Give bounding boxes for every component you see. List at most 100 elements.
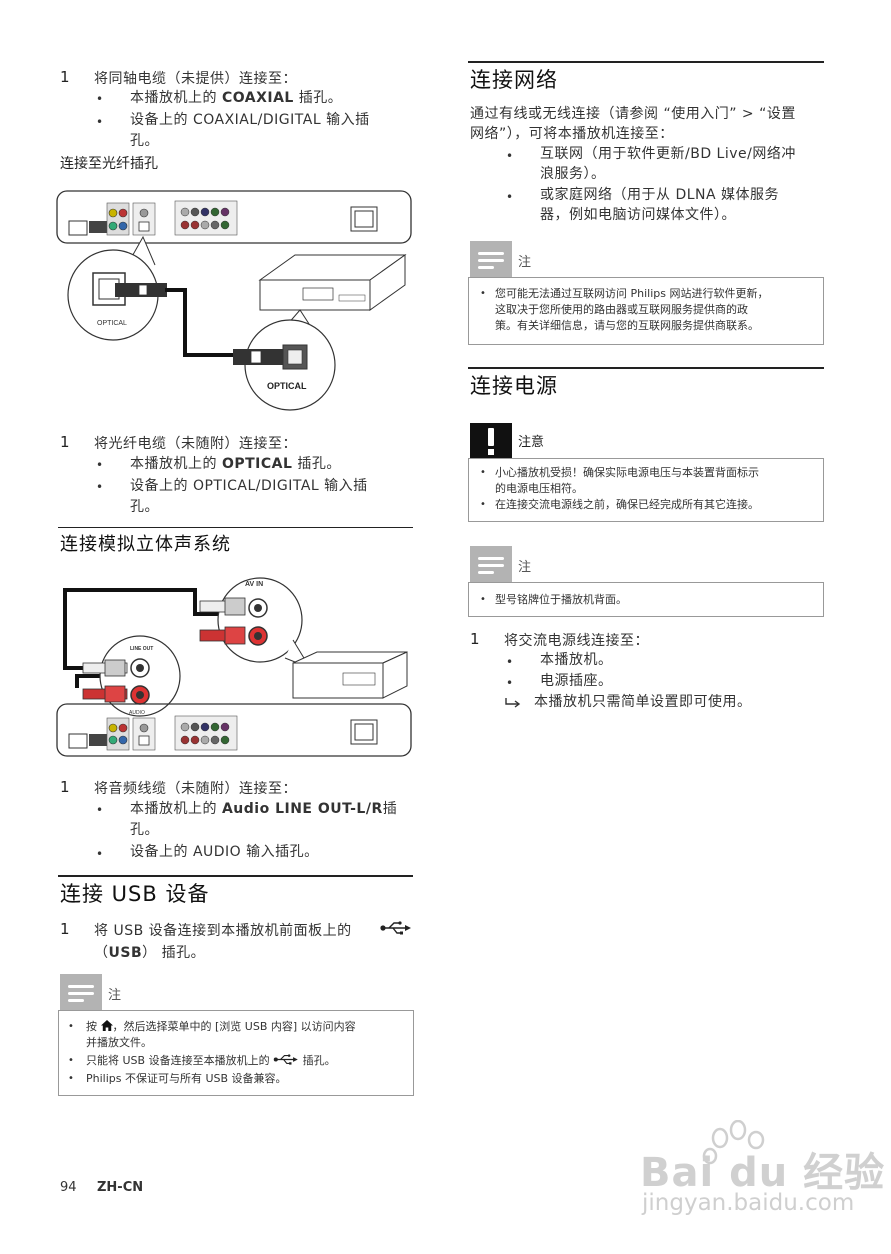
usb-rule [58, 875, 413, 877]
usb-note-item-2: 只能将 USB 设备连接至本播放机上的 插孔。 [86, 1053, 336, 1069]
network-note-line2: 这取决于您所使用的路由器或互联网服务提供商的政 [495, 303, 748, 316]
power-step-text: 将交流电源线连接至： [504, 633, 649, 649]
caution-label: 注意 [518, 435, 545, 450]
optical-connection-diagram: OPTICAL OPTICAL [56, 190, 412, 411]
bullet: • [506, 655, 514, 669]
optical-bullet-1: 本播放机上的 OPTICAL 插孔。 [130, 454, 341, 475]
network-rule [468, 61, 824, 63]
usb-note-item-3: Philips 不保证可与所有 USB 设备兼容。 [86, 1072, 287, 1085]
coax-bullet-1-bold: COAXIAL [221, 90, 294, 106]
usb-step-open: （ [94, 945, 109, 961]
power-note-item-1: 型号铭牌位于播放机背面。 [495, 593, 627, 606]
usb-note-1-mid: ，然后选择菜单中的 [112, 1020, 215, 1033]
bullet: • [96, 480, 104, 494]
bullet: • [506, 149, 514, 163]
bullet: • [68, 1055, 74, 1066]
caution-item-2: 在连接交流电源线之前，确保已经完成所有其它连接。 [495, 498, 759, 511]
bullet: • [480, 594, 486, 605]
analog-bullet-1: 本播放机上的 Audio LINE OUT-L/R插 [130, 799, 397, 820]
bullet: • [96, 847, 104, 861]
coax-bullet-1: 本播放机上的 COAXIAL 插孔。 [130, 88, 342, 109]
analog-bullet-2: 设备上的 AUDIO 输入插孔。 [130, 844, 319, 860]
optical-step-text: 将光纤电缆（未随附）连接至： [94, 436, 297, 452]
usb-note-1-post: 以访问内容 [297, 1020, 356, 1033]
analog-bullet-1-pre: 本播放机上的 [130, 801, 222, 817]
optical-large-label: OPTICAL [267, 381, 307, 391]
analog-step-number: 1 [60, 778, 70, 796]
baidu-paw-icon [702, 1120, 765, 1165]
usb-step-line1: 将 USB 设备连接到本播放机前面板上的 [94, 923, 352, 939]
power-bullet-2: 电源插座。 [540, 673, 613, 689]
power-step-number: 1 [470, 630, 480, 648]
caution-box [468, 458, 824, 522]
audio-label: AUDIO [129, 710, 145, 716]
analog-connection-diagram: AV IN LINE OUT AUDIO [56, 577, 412, 757]
power-rule [468, 367, 824, 369]
watermark-url: jingyan.baidu.com [642, 1190, 855, 1216]
network-bullet-1-line2: 浪服务）。 [540, 166, 606, 182]
optical-step-number: 1 [60, 433, 70, 451]
analog-bullet-1-line2: 孔。 [130, 822, 159, 838]
usb-step-close: ） 插孔。 [142, 945, 206, 961]
analog-step-text: 将音频线缆（未随附）连接至： [94, 781, 297, 797]
optical-small-label: OPTICAL [97, 320, 127, 327]
caution-item-1-line1: 小心播放机受损！确保实际电源电压与本装置背面标示 [495, 466, 759, 479]
bullet: • [68, 1073, 74, 1084]
usb-note-item-1: 按 ，然后选择菜单中的 [浏览 USB 内容] 以访问内容 [86, 1019, 356, 1035]
network-note-box [468, 277, 824, 345]
analog-bullet-1-post: 插 [382, 801, 398, 817]
bullet: • [480, 288, 486, 299]
usb-step-number: 1 [60, 920, 70, 938]
network-note-line1: 您可能无法通过互联网访问 Philips 网站进行软件更新， [495, 287, 769, 300]
bullet: • [506, 676, 514, 690]
language-code: ZH-CN [97, 1180, 144, 1195]
usb-icon [380, 921, 411, 935]
usb-note-box [58, 1010, 414, 1096]
bullet: • [480, 499, 486, 510]
usb-icon [273, 1054, 298, 1065]
usb-note-1-pre: 按 [86, 1020, 101, 1033]
coax-bullet-1-post: 插孔。 [293, 90, 343, 106]
network-bullet-1-line1: 互联网（用于软件更新/BD Live/网络冲 [540, 146, 796, 162]
bullet: • [68, 1021, 74, 1032]
power-section-title: 连接电源 [470, 374, 558, 398]
network-note-tab [470, 241, 512, 277]
optical-bullet-1-bold: OPTICAL [221, 456, 293, 472]
home-icon [100, 1020, 113, 1031]
line-out-label: LINE OUT [130, 646, 153, 652]
bullet: • [96, 92, 104, 106]
usb-note-label: 注 [108, 988, 122, 1003]
result-arrow-icon [505, 698, 521, 708]
bullet: • [96, 458, 104, 472]
watermark-brand: Bai du 经验 [640, 1150, 886, 1196]
caution-item-1-line2: 的电源电压相符。 [495, 482, 583, 495]
network-bullet-2-line1: 或家庭网络（用于从 DLNA 媒体服务 [540, 187, 780, 203]
usb-note-2-pre: 只能将 USB 设备连接至本播放机上的 [86, 1054, 270, 1067]
coax-bullet-1-pre: 本播放机上的 [130, 90, 222, 106]
optical-bullet-2-line2: 孔。 [130, 499, 159, 515]
analog-section-title: 连接模拟立体声系统 [60, 534, 231, 555]
optical-bullet-1-pre: 本播放机上的 [130, 456, 222, 472]
usb-note-1-bold: [浏览 USB 内容] [215, 1020, 298, 1033]
power-result: 本播放机只需简单设置即可使用。 [534, 694, 752, 710]
optical-bullet-1-post: 插孔。 [292, 456, 341, 472]
coax-bullet-2-line1: 设备上的 COAXIAL/DIGITAL 输入插 [130, 112, 370, 128]
analog-rule [58, 527, 413, 528]
power-note-tab [470, 546, 512, 582]
network-note-line3: 策。有关详细信息，请与您的互联网服务提供商联系。 [495, 319, 759, 332]
usb-step-bold: USB [108, 945, 143, 961]
network-intro-line1: 通过有线或无线连接（请参阅 “使用入门” > “设置 [470, 106, 796, 122]
power-note-label: 注 [518, 560, 532, 575]
analog-bullet-1-bold: Audio LINE OUT-L/R [221, 801, 383, 817]
network-bullet-2-line2: 器，例如电脑访问媒体文件）。 [540, 207, 736, 223]
network-intro-line2: 网络”），可将本播放机连接至： [470, 126, 674, 142]
bullet: • [480, 467, 486, 478]
usb-section-title: 连接 USB 设备 [60, 882, 210, 906]
coax-step-number: 1 [60, 68, 70, 86]
bullet: • [96, 115, 104, 129]
bullet: • [506, 190, 514, 204]
usb-note-item-1-line2: 并播放文件。 [86, 1036, 152, 1049]
usb-step-line2: （USB） 插孔。 [94, 942, 205, 962]
optical-bullet-2-line1: 设备上的 OPTICAL/DIGITAL 输入插 [130, 478, 368, 494]
power-bullet-1: 本播放机。 [540, 652, 613, 668]
